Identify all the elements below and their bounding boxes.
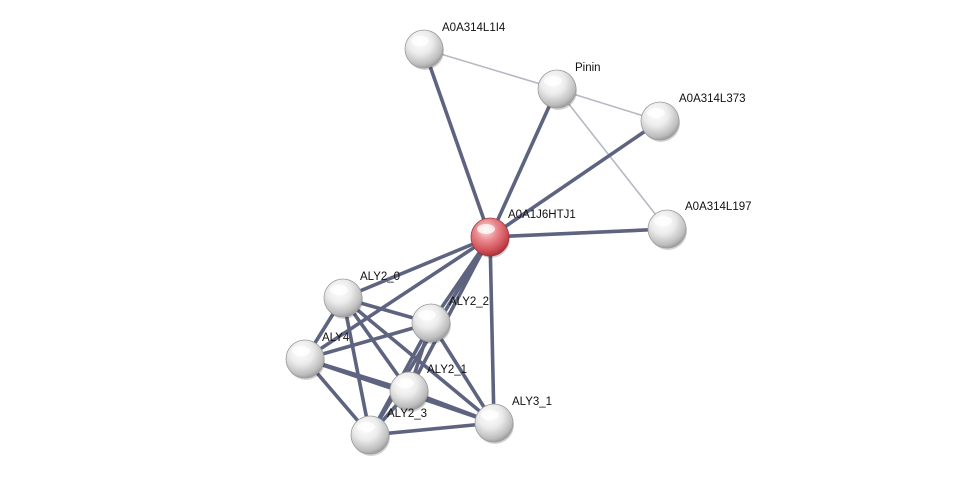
node-highlight: [418, 310, 436, 320]
node-highlight: [481, 410, 499, 420]
node-label: A0A314L1I4: [442, 22, 506, 34]
edge-A0A1J6HTJ1-A0A314L373: [488, 119, 662, 239]
node-label: ALY2_0: [360, 271, 400, 283]
node-sphere[interactable]: [470, 217, 510, 257]
edge-A0A1J6HTJ1-Pinin: [488, 87, 559, 239]
node-label: A0A314L373: [679, 93, 746, 105]
node-sphere[interactable]: [323, 278, 363, 318]
node-sphere[interactable]: [404, 29, 444, 69]
edge-A0A1J6HTJ1-ALY2_0: [341, 235, 492, 300]
node-Pinin[interactable]: Pinin: [537, 62, 601, 110]
edge-A0A1J6HTJ1-A0A314L197: [488, 227, 669, 239]
node-A0A314L373[interactable]: A0A314L373: [640, 93, 746, 142]
node-sphere[interactable]: [474, 403, 514, 443]
node-label: ALY2_1: [427, 364, 467, 376]
node-highlight: [292, 346, 310, 356]
node-ALY2_1[interactable]: ALY2_1: [389, 364, 467, 412]
node-ALY2_2[interactable]: ALY2_2: [411, 296, 489, 344]
node-highlight: [544, 76, 562, 86]
edge-ALY2_3-ALY3_1: [368, 421, 496, 437]
node-layer: A0A1J6HTJ1 A0A314L1I4PininA0A314L373A0A31…: [285, 22, 752, 456]
node-label: A0A1J6HTJ1: [508, 209, 576, 221]
node-sphere[interactable]: [647, 209, 687, 249]
edge-ALY2_0-ALY2_3: [341, 296, 372, 437]
edge-ALY2_2-ALY3_1: [429, 321, 496, 425]
node-sphere[interactable]: [389, 371, 429, 411]
node-ALY2_0[interactable]: ALY2_0: [323, 271, 400, 319]
node-highlight: [396, 378, 414, 388]
node-highlight: [654, 216, 672, 226]
node-highlight: [647, 108, 665, 118]
node-A0A314L1I4[interactable]: A0A314L1I4: [404, 22, 506, 70]
node-ALY2_3[interactable]: ALY2_3: [350, 408, 427, 456]
node-label: ALY2_3: [387, 408, 427, 420]
node-highlight: [477, 224, 495, 234]
edge-A0A1J6HTJ1-ALY3_1: [488, 235, 496, 425]
node-label: A0A314L197: [685, 201, 752, 213]
node-highlight: [330, 285, 348, 295]
node-sphere[interactable]: [640, 101, 680, 141]
node-sphere[interactable]: [285, 339, 325, 379]
node-ALY3_1[interactable]: ALY3_1: [474, 396, 552, 444]
node-highlight: [357, 422, 375, 432]
node-sphere[interactable]: [411, 303, 451, 343]
node-label: ALY3_1: [512, 396, 552, 408]
edge-ALY2_2-ALY4: [303, 321, 433, 361]
node-label: ALY4: [322, 332, 350, 344]
node-highlight: [411, 36, 429, 46]
edge-A0A314L1I4-Pinin: [423, 48, 558, 90]
edge-A0A1J6HTJ1-A0A314L1I4: [422, 47, 492, 239]
node-A0A314L197[interactable]: A0A314L197: [647, 201, 752, 250]
edge-A0A1J6HTJ1-ALY4: [303, 235, 492, 361]
node-label: ALY2_2: [449, 296, 489, 308]
node-label: Pinin: [575, 62, 601, 74]
node-sphere[interactable]: [537, 69, 577, 109]
node-A0A1J6HTJ1[interactable]: A0A1J6HTJ1: [470, 209, 576, 258]
edge-Pinin-A0A314L197: [556, 88, 668, 230]
node-ALY4[interactable]: ALY4: [285, 332, 350, 380]
node-sphere[interactable]: [350, 415, 390, 455]
